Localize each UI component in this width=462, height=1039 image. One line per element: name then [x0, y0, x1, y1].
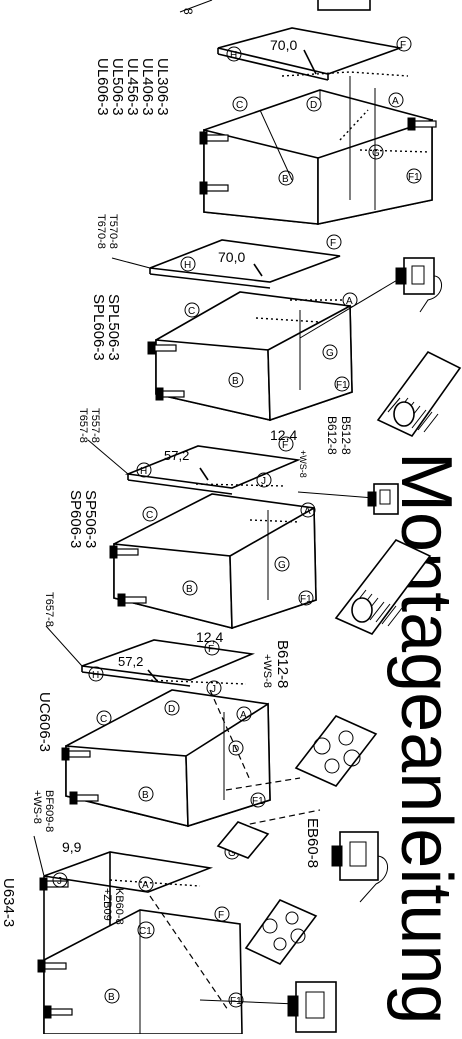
uc-cabinet: 57,2 12,4 H F C D J A D B F1 G +WS-8 B61… — [36, 592, 388, 903]
uc-label-f1: F1 — [252, 796, 264, 807]
model-sp506: SP506-3 — [82, 490, 99, 548]
model-ul406: UL406-3 — [139, 58, 156, 116]
uc-label-d: D — [168, 704, 175, 715]
spl-label-f: F — [330, 238, 336, 249]
label-f1: F1 — [408, 172, 420, 183]
spl-label-b: B — [232, 376, 239, 387]
u634-label-f: F — [218, 910, 224, 921]
ul-cabinet: 8 70,0 H F C D A G B F1 — [94, 0, 437, 225]
u634-label-c1: C1 — [139, 926, 152, 937]
spl-label-a: A — [346, 296, 353, 307]
spl-grille — [376, 350, 462, 438]
model-u634: U634-3 — [0, 878, 17, 927]
dimension-sp: 57,2 — [164, 448, 189, 463]
code-zb09: +ZB09 — [101, 888, 113, 921]
code-t657-b: T657-8 — [43, 592, 55, 627]
uc-ws: +WS-8 — [261, 654, 273, 688]
model-spl506: SPL506-3 — [105, 294, 122, 361]
u634-motor — [199, 981, 337, 1033]
spl-label-g: G — [326, 348, 334, 359]
label-f: F — [400, 40, 406, 51]
uc-label-b: B — [142, 790, 149, 801]
spl-label-c: C — [188, 306, 195, 317]
uc-label-a: A — [240, 710, 247, 721]
model-ul606: UL606-3 — [94, 58, 111, 116]
sp-grille — [334, 539, 432, 635]
model-ul456: UL456-3 — [124, 58, 141, 116]
label-d: D — [310, 100, 317, 111]
uc-label-f: F — [208, 644, 214, 655]
sp-label-j: J — [261, 476, 266, 487]
u634-hob — [244, 899, 318, 966]
sp-label-f: F — [282, 440, 288, 451]
label-g: G — [372, 148, 380, 159]
sp-motor — [297, 483, 399, 515]
code-eb60: EB60-8 — [304, 818, 321, 868]
uc-label-j: J — [211, 684, 216, 695]
u634-label-j: J — [57, 876, 62, 887]
sp-label-h: H — [140, 466, 147, 477]
label-b: B — [282, 174, 289, 185]
sp-label-c: C — [146, 510, 153, 521]
top-code: 8 — [181, 8, 195, 15]
sp-label-a: A — [304, 506, 311, 517]
label-a: A — [392, 96, 399, 107]
spl-motor — [299, 257, 442, 339]
model-sp606: SP606-3 — [67, 490, 84, 548]
model-uc606: UC606-3 — [36, 692, 53, 752]
code-b612-uc: B612-8 — [274, 640, 291, 688]
u634-label-a: A — [142, 880, 149, 891]
spl-label-f1: F1 — [336, 380, 348, 391]
code-b512: B512-8 — [339, 416, 353, 455]
label-c: C — [236, 100, 243, 111]
spl-cabinet: 70,0 H F C A G B F1 T570-8 T670-8 SPL506… — [90, 214, 462, 438]
model-ul506: UL506-3 — [109, 58, 126, 116]
dimension-ul: 70,0 — [270, 37, 297, 53]
uc-motor — [331, 831, 388, 903]
dimension-uc-depth: 12,4 — [196, 629, 223, 645]
sp-cabinet: 57,2 12,4 H F C J A G B F1 +WS-8 B512-8 … — [67, 408, 432, 635]
code-t657-a: T657-8 — [77, 408, 89, 443]
ul-model-list: UL306-3 UL406-3 UL456-3 UL506-3 UL606-3 — [94, 58, 171, 116]
uc-label-h: H — [92, 670, 99, 681]
code-kb60: KB60-8 — [113, 888, 125, 925]
code-t670: T670-8 — [95, 214, 107, 249]
uc-label-c: C — [100, 714, 107, 725]
code-t557: T557-8 — [89, 408, 101, 443]
model-ul306: UL306-3 — [154, 58, 171, 116]
u634-label-b: B — [108, 992, 115, 1003]
title: Montageanleitung — [386, 452, 462, 1024]
sp-ws: +WS-8 — [298, 450, 308, 478]
code-b612: B612-8 — [325, 416, 339, 455]
dimension-u634: 9,9 — [62, 839, 82, 855]
sp-label-b: B — [186, 584, 193, 595]
uc-hob — [294, 715, 378, 787]
uc-label-g: G — [228, 848, 236, 859]
code-t570: T570-8 — [107, 214, 119, 249]
sp-label-g: G — [278, 560, 286, 571]
uc-label-d2: D — [232, 744, 239, 755]
model-spl606: SPL606-3 — [90, 294, 107, 361]
spl-label-h: H — [184, 260, 191, 271]
dimension-spl: 70,0 — [218, 249, 245, 265]
dimension-uc: 57,2 — [118, 654, 143, 669]
label-h: H — [230, 50, 237, 61]
sp-label-f1: F1 — [300, 594, 312, 605]
u634-cabinet: 9,9 J A C1 F B F1 KB60-8 +ZB09 BF609-8 +… — [0, 790, 337, 1035]
code-bf609: BF609-8 — [43, 790, 55, 832]
u634-ws: +WS-8 — [31, 790, 43, 824]
